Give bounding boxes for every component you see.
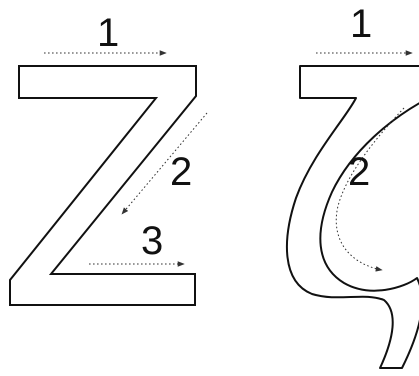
block-z-stroke-2-label: 2 [170, 150, 192, 194]
cursive-z-letter: 1 2 [286, 2, 419, 369]
block-z-stroke-1-label: 1 [97, 11, 119, 55]
block-z-stroke-3-label: 3 [141, 219, 163, 263]
block-z-letter: 1 2 3 [9, 11, 208, 306]
cursive-z-outline [286, 65, 419, 369]
cursive-z-stroke-2-label: 2 [348, 150, 370, 194]
block-z-outline [9, 65, 197, 306]
cursive-z-stroke-1-label: 1 [350, 2, 372, 46]
